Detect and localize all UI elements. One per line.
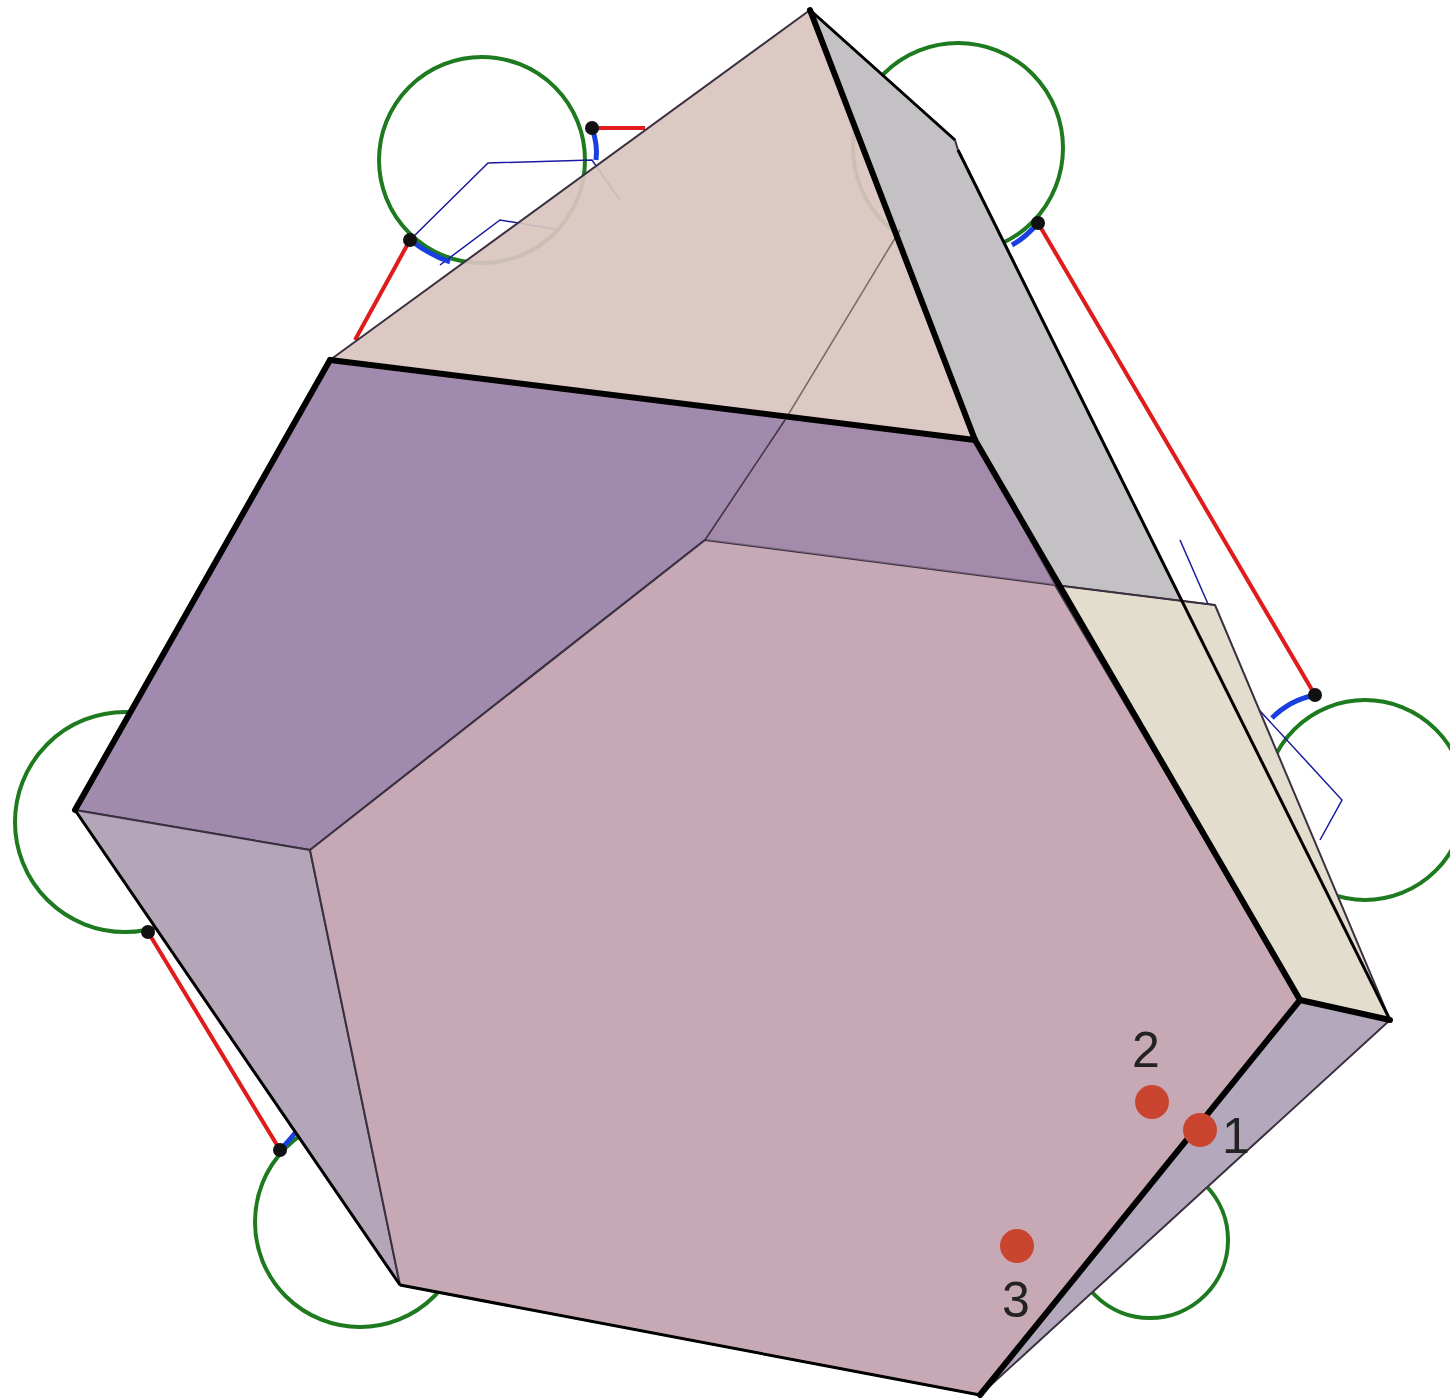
thin-edges bbox=[75, 10, 1390, 1395]
thick-edges bbox=[75, 10, 1390, 1395]
callout-number: 1 bbox=[1222, 1111, 1250, 1161]
vertex-dots bbox=[141, 121, 1322, 1157]
marker-dots bbox=[1000, 1085, 1217, 1263]
callout-number: 2 bbox=[1132, 1025, 1160, 1075]
callout-number: 3 bbox=[1002, 1275, 1030, 1325]
faces bbox=[75, 10, 1390, 1395]
